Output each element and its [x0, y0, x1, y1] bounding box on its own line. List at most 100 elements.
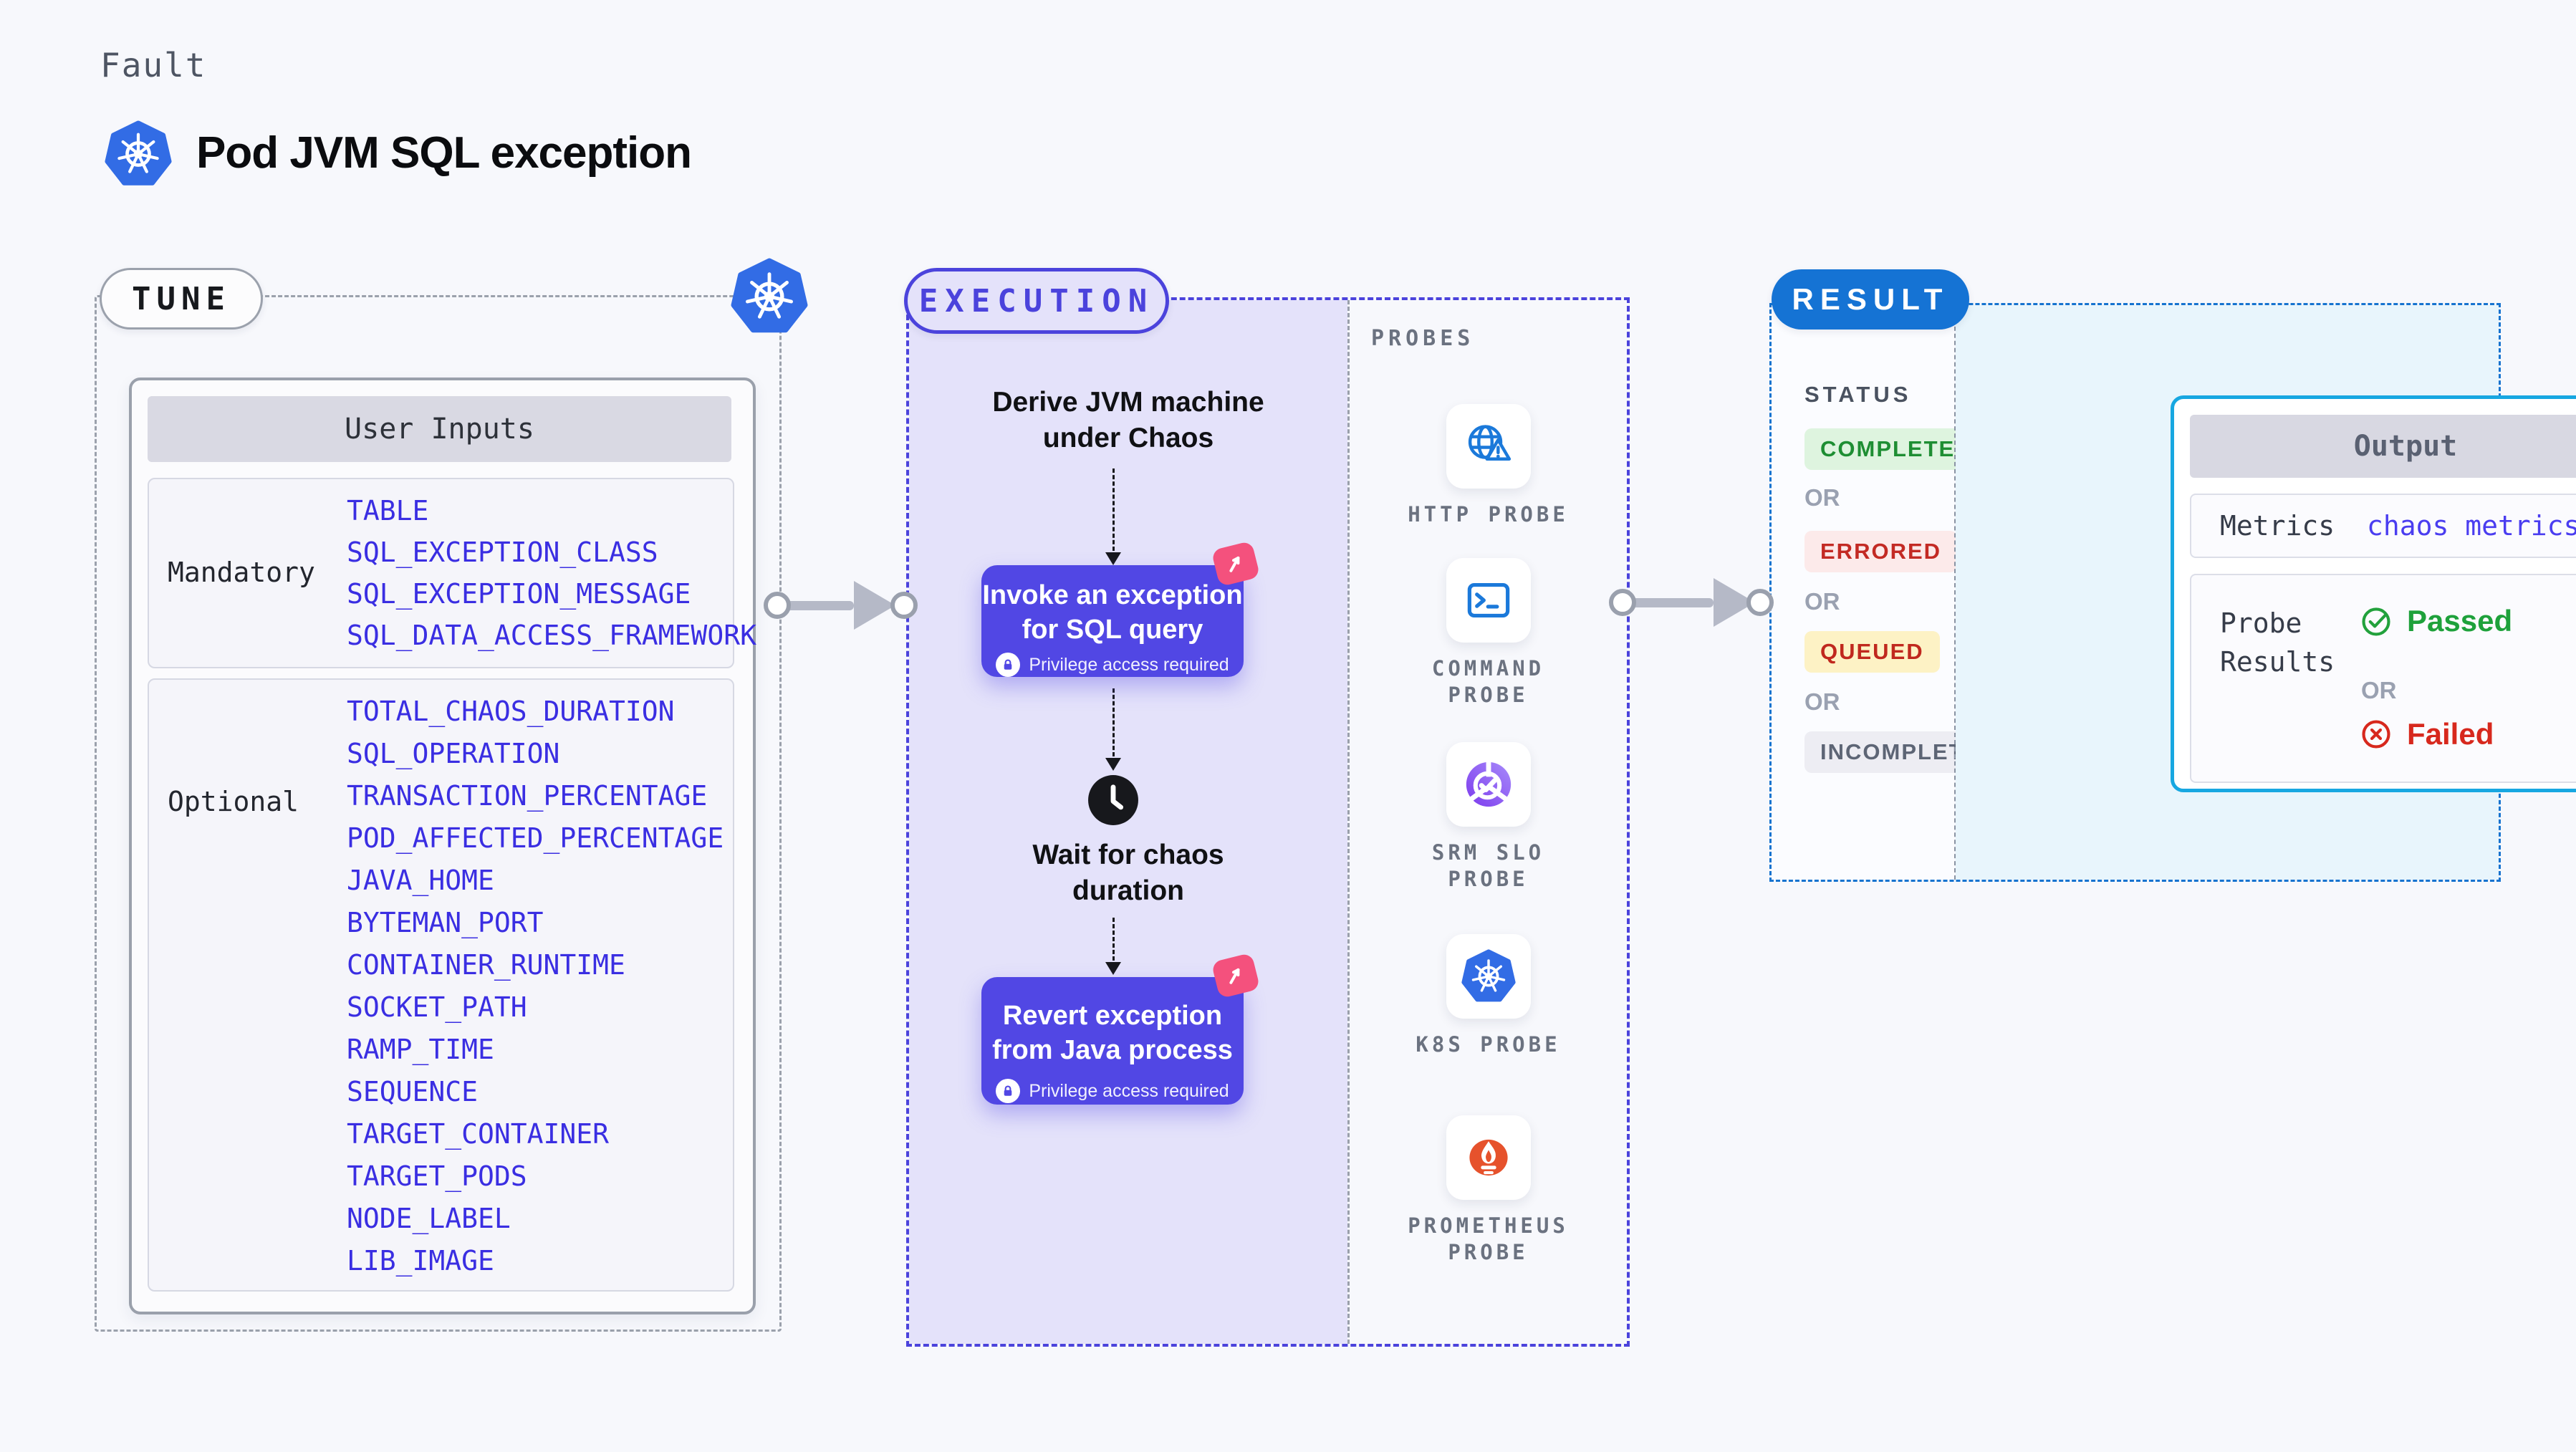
- optional-label: Optional: [168, 786, 299, 817]
- or-label: OR: [2361, 677, 2397, 703]
- param: SQL_EXCEPTION_MESSAGE: [347, 578, 691, 610]
- param: SEQUENCE: [347, 1076, 479, 1107]
- probes-divider: [1347, 300, 1350, 1344]
- optional-param-list: TOTAL_CHAOS_DURATION SQL_OPERATION TRANS…: [347, 691, 724, 1282]
- chaos-icon: [1211, 952, 1261, 999]
- privilege-text: Privilege access required: [1029, 654, 1229, 675]
- probe-label: PROMETHEUS PROBE: [1408, 1213, 1569, 1264]
- result-pill: RESULT: [1772, 269, 1969, 330]
- probe-card: [1446, 742, 1531, 827]
- or-label: OR: [1804, 588, 1840, 615]
- connector-dot: [764, 592, 791, 619]
- revert-line1: Revert exception: [1002, 1001, 1223, 1031]
- fault-kicker: Fault: [100, 46, 207, 85]
- param: SQL_OPERATION: [347, 738, 560, 769]
- privilege-note: Privilege access required: [981, 653, 1244, 677]
- derive-line2: under Chaos: [1042, 423, 1214, 453]
- flow-connector: [1112, 688, 1115, 756]
- probe-srm-slo: SRM SLO PROBE: [1350, 742, 1627, 893]
- probe-label: K8S PROBE: [1416, 1032, 1561, 1057]
- revert-exception-step: Revert exception from Java process Privi…: [981, 952, 1261, 1105]
- wait-line1: Wait for chaos: [1032, 840, 1224, 870]
- param: TARGET_PODS: [347, 1160, 527, 1192]
- param: LIB_IMAGE: [347, 1245, 494, 1276]
- param: CONTAINER_RUNTIME: [347, 949, 625, 981]
- status-heading: STATUS: [1804, 382, 1912, 407]
- probe-command: COMMAND PROBE: [1350, 558, 1627, 708]
- metrics-value: chaos metrics: [2367, 510, 2576, 542]
- probe-card: [1446, 1115, 1531, 1200]
- probe-k8s: K8S PROBE: [1350, 934, 1627, 1058]
- probe-card: [1446, 558, 1531, 643]
- kubernetes-icon: [1461, 949, 1516, 1004]
- probe-prometheus: PROMETHEUS PROBE: [1350, 1115, 1627, 1266]
- probe-card: [1446, 934, 1531, 1019]
- privilege-note: Privilege access required: [981, 1079, 1244, 1103]
- param: NODE_LABEL: [347, 1203, 511, 1234]
- flow-connector: [1112, 468, 1115, 551]
- lock-icon: [996, 1079, 1021, 1103]
- result-divider: [1954, 305, 1956, 880]
- status-badge-errored: ERRORED: [1804, 531, 1958, 572]
- x-circle-icon: [2360, 718, 2393, 751]
- revert-line2: from Java process: [992, 1035, 1233, 1065]
- param: TARGET_CONTAINER: [347, 1118, 610, 1150]
- probe-label: SRM SLO PROBE: [1431, 840, 1545, 891]
- wait-line2: duration: [1072, 875, 1184, 906]
- output-area: Output Metrics chaos metrics Probe Resul…: [1956, 305, 2576, 880]
- connector-dot: [890, 592, 918, 619]
- param: TABLE: [347, 495, 429, 527]
- prometheus-icon: [1461, 1130, 1516, 1185]
- status-badge-queued: QUEUED: [1804, 631, 1940, 673]
- param: POD_AFFECTED_PERCENTAGE: [347, 822, 724, 854]
- param: BYTEMAN_PORT: [347, 907, 544, 938]
- flow-arrowhead: [1105, 552, 1121, 565]
- wait-step-text: Wait for chaos duration: [909, 837, 1347, 909]
- globe-alert-icon: [1462, 420, 1515, 473]
- tune-pill: TUNE: [100, 268, 263, 330]
- kubernetes-icon: [105, 120, 172, 188]
- metrics-row: Metrics chaos metrics: [2190, 494, 2576, 558]
- metrics-label: Metrics: [2220, 510, 2335, 542]
- param: TRANSACTION_PERCENTAGE: [347, 780, 708, 812]
- derive-step-text: Derive JVM machine under Chaos: [909, 385, 1347, 456]
- connector-dot: [1609, 589, 1636, 616]
- output-table: Output Metrics chaos metrics Probe Resul…: [2171, 395, 2576, 792]
- mandatory-group: Mandatory TABLE SQL_EXCEPTION_CLASS SQL_…: [148, 478, 756, 668]
- failed-result: Failed: [2360, 717, 2494, 751]
- or-label: OR: [1804, 484, 1840, 511]
- kubernetes-icon: [731, 258, 808, 335]
- param: SQL_DATA_ACCESS_FRAMEWORK: [347, 620, 756, 651]
- probes-section: PROBES HTTP PROBE COMMAND PROBE SRM SLO …: [1350, 300, 1627, 1344]
- failed-label: Failed: [2407, 717, 2494, 751]
- derive-line1: Derive JVM machine: [992, 387, 1264, 418]
- probes-heading: PROBES: [1371, 326, 1475, 351]
- invoke-title: Invoke an exception for SQL query: [981, 578, 1244, 647]
- probe-http: HTTP PROBE: [1350, 404, 1627, 528]
- param: TOTAL_CHAOS_DURATION: [347, 696, 675, 727]
- flow-connector: [1112, 918, 1115, 961]
- param: SOCKET_PATH: [347, 991, 527, 1023]
- invoke-line2: for SQL query: [1022, 615, 1203, 645]
- optional-group: Optional TOTAL_CHAOS_DURATION SQL_OPERAT…: [148, 678, 734, 1292]
- connector-dot: [1746, 589, 1774, 616]
- terminal-icon: [1462, 574, 1515, 627]
- flow-arrowhead: [1105, 962, 1121, 975]
- or-label: OR: [1804, 688, 1840, 715]
- result-panel: STATUS COMPLETED OR ERRORED OR QUEUED OR…: [1769, 303, 2576, 882]
- page-title: Pod JVM SQL exception: [196, 128, 692, 178]
- arrow-head: [854, 581, 895, 630]
- output-header: Output: [2190, 415, 2576, 478]
- passed-result: Passed: [2360, 604, 2512, 638]
- user-inputs-table: User Inputs Mandatory TABLE SQL_EXCEPTIO…: [129, 378, 756, 1314]
- probe-results-label: Probe Results: [2220, 607, 2335, 678]
- probe-card: [1446, 404, 1531, 489]
- arrow-line: [782, 601, 854, 610]
- arrow-line: [1628, 598, 1714, 607]
- probe-label: COMMAND PROBE: [1431, 656, 1545, 707]
- mandatory-label: Mandatory: [168, 557, 315, 588]
- check-circle-icon: [2360, 605, 2393, 638]
- param: RAMP_TIME: [347, 1034, 494, 1065]
- chaos-icon: [1211, 540, 1261, 587]
